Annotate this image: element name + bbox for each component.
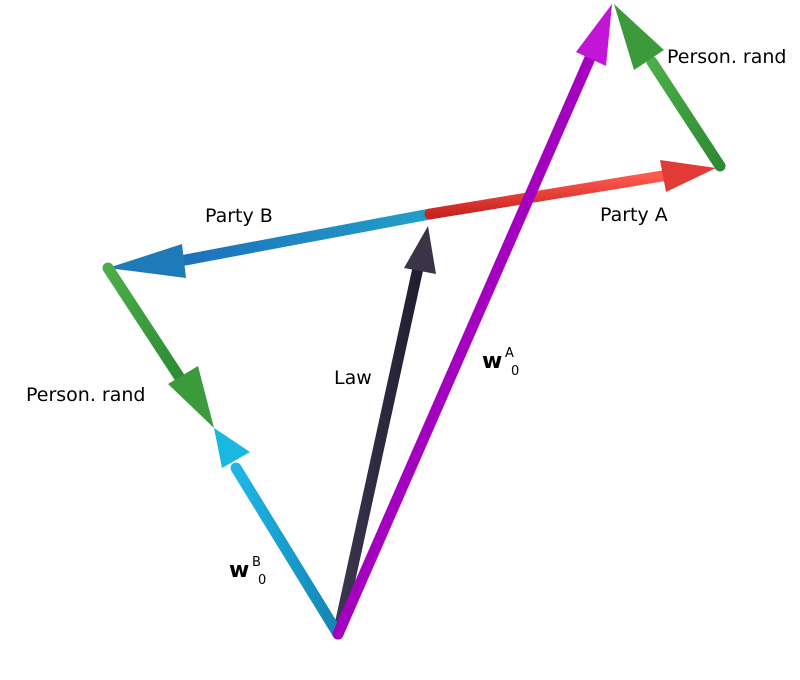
party-a-arrow [424, 160, 716, 220]
person-rand-top-label: Person. rand [667, 46, 786, 68]
party-a-label: Party A [600, 204, 668, 226]
person-rand-top-arrow [614, 4, 726, 172]
party-b-arrow [108, 208, 436, 278]
law-label: Law [334, 367, 372, 389]
person-rand-left-label: Person. rand [26, 384, 145, 406]
law-arrow [332, 226, 436, 640]
w0b-subscript: 0 [258, 573, 266, 588]
w0a-arrow [332, 4, 612, 640]
w0a-subscript: 0 [511, 364, 519, 379]
w0b-label: w B 0 [229, 555, 266, 588]
person-rand-left-arrow [102, 262, 214, 428]
w0a-label: w A 0 [482, 346, 519, 379]
w0b-superscript: B [252, 555, 261, 570]
w0b-symbol: w [229, 558, 249, 583]
w0a-symbol: w [482, 349, 502, 374]
w0b-arrow [214, 428, 344, 640]
w0a-superscript: A [505, 346, 514, 361]
party-b-label: Party B [205, 205, 273, 227]
